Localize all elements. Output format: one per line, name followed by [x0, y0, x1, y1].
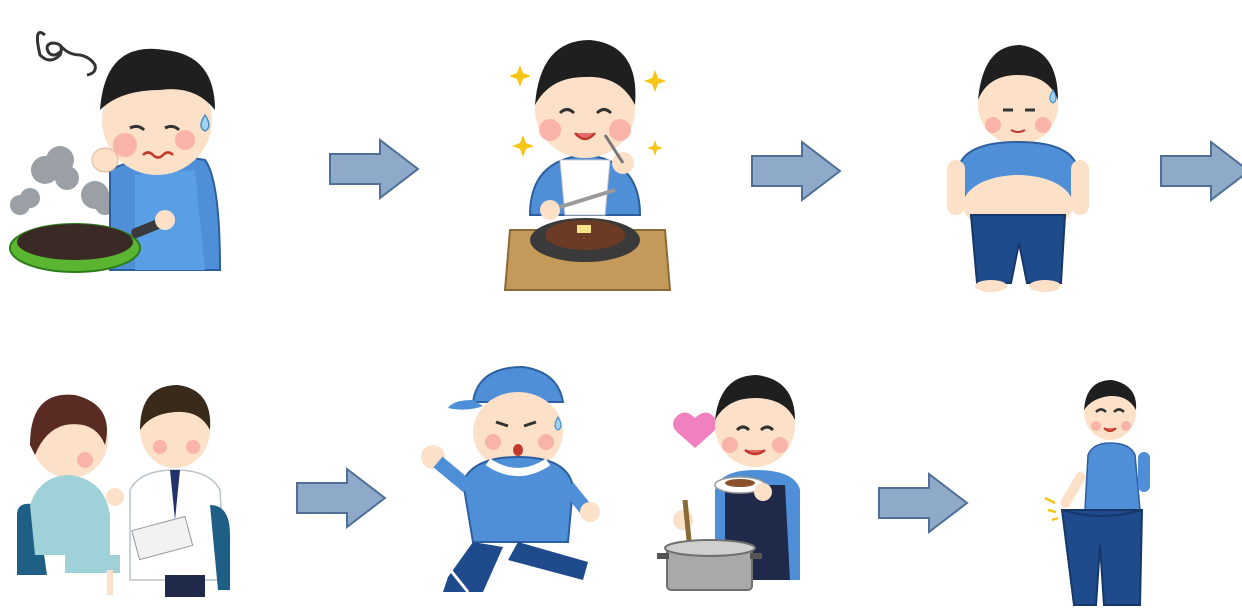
- steak-plate-icon: [505, 218, 670, 290]
- heart-icon: [673, 412, 717, 448]
- flow-arrow-1: [328, 138, 420, 200]
- right-arrow-icon: [295, 467, 387, 529]
- flow-arrow-2: [750, 140, 842, 202]
- scene-healthy-cooking: [655, 370, 805, 595]
- scene-weight-loss-success: [1040, 380, 1160, 608]
- flow-arrow-4: [295, 467, 387, 529]
- cooking-pot-icon: [657, 540, 762, 590]
- sparkle-icon: [1045, 498, 1058, 520]
- right-arrow-icon: [1159, 140, 1242, 202]
- scene-overweight: [943, 40, 1093, 295]
- right-arrow-icon: [328, 138, 420, 200]
- right-arrow-icon: [877, 472, 969, 534]
- scene-burnt-cooking: [5, 10, 230, 280]
- scene-running-exercise: [418, 362, 608, 602]
- scene-eating-steak: [505, 35, 670, 290]
- flow-arrow-5: [877, 472, 969, 534]
- flow-arrow-3: [1159, 140, 1242, 202]
- spiral-icon: [37, 33, 95, 76]
- scene-doctor-consultation: [15, 385, 230, 600]
- right-arrow-icon: [750, 140, 842, 202]
